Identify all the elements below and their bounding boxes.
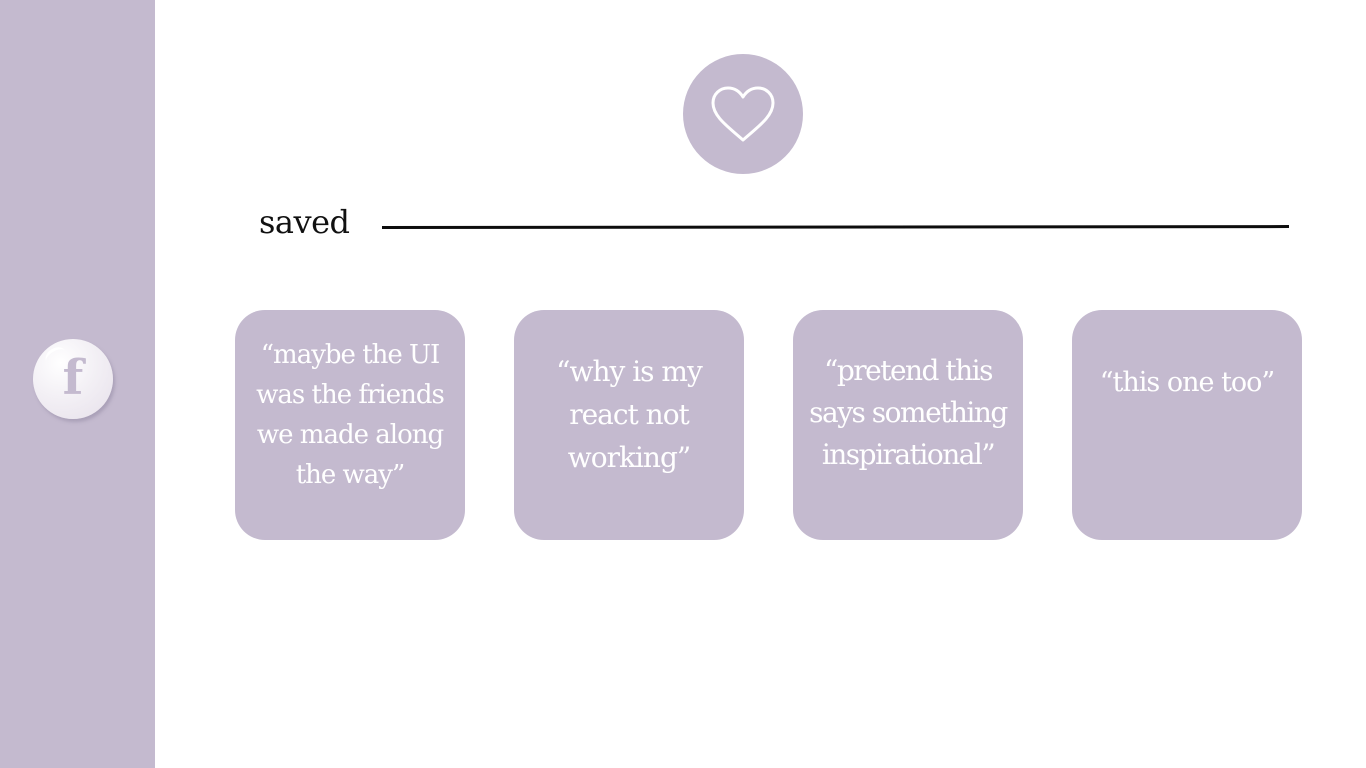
section-divider (381, 225, 1290, 229)
app-logo-icon: f (62, 350, 84, 406)
saved-card[interactable]: “pretend this says something inspiration… (793, 310, 1023, 540)
app-logo-button[interactable]: f (33, 339, 113, 419)
saved-card[interactable]: “why is my react not working” (514, 310, 744, 540)
saved-heart-badge (683, 54, 803, 174)
saved-card-list: “maybe the UI was the friends we made al… (235, 310, 1303, 540)
saved-card[interactable]: “this one too” (1072, 310, 1302, 540)
saved-card[interactable]: “maybe the UI was the friends we made al… (235, 310, 465, 540)
saved-card-quote: “why is my react not working” (556, 355, 703, 474)
heart-icon (711, 86, 775, 142)
saved-card-quote: “maybe the UI was the friends we made al… (256, 340, 445, 490)
section-title: saved (259, 203, 350, 241)
saved-card-quote: “pretend this says something inspiration… (809, 354, 1008, 471)
sidebar: f (0, 0, 155, 768)
saved-card-quote: “this one too” (1099, 367, 1276, 398)
